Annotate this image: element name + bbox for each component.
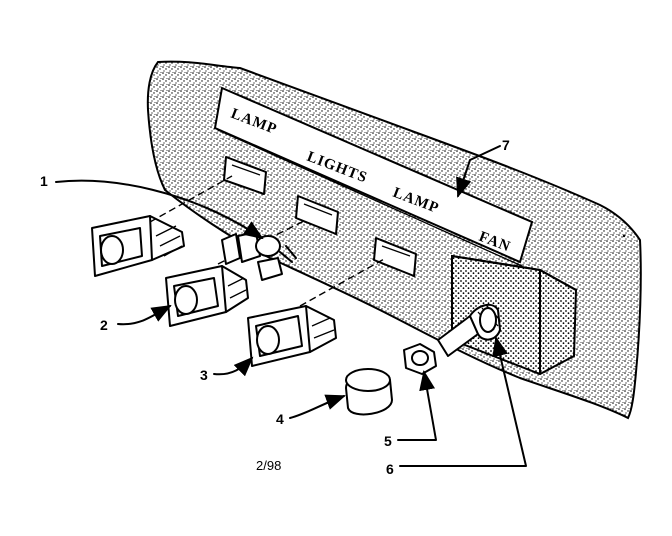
rocker-switch-upper — [91, 215, 185, 277]
stray-mark — [622, 234, 626, 238]
fan-knob — [345, 368, 393, 416]
fan-switch-shaft — [437, 303, 501, 357]
callout-4: 4 — [276, 411, 284, 427]
callout-leaders — [55, 145, 527, 467]
callout-6: 6 — [386, 461, 394, 477]
callout-3: 3 — [200, 367, 208, 383]
control-panel — [146, 60, 642, 420]
rocker-switch-lower — [247, 305, 337, 367]
callout-2: 2 — [100, 317, 108, 333]
callout-5: 5 — [384, 433, 392, 449]
date-code: 2/98 — [256, 458, 281, 473]
callout-7: 7 — [502, 137, 510, 153]
hex-nut — [403, 343, 437, 375]
callout-1: 1 — [40, 173, 48, 189]
indicator-lamp-assembly — [221, 231, 297, 281]
panel-cutouts — [223, 156, 417, 277]
rocker-switch-middle — [165, 265, 249, 327]
